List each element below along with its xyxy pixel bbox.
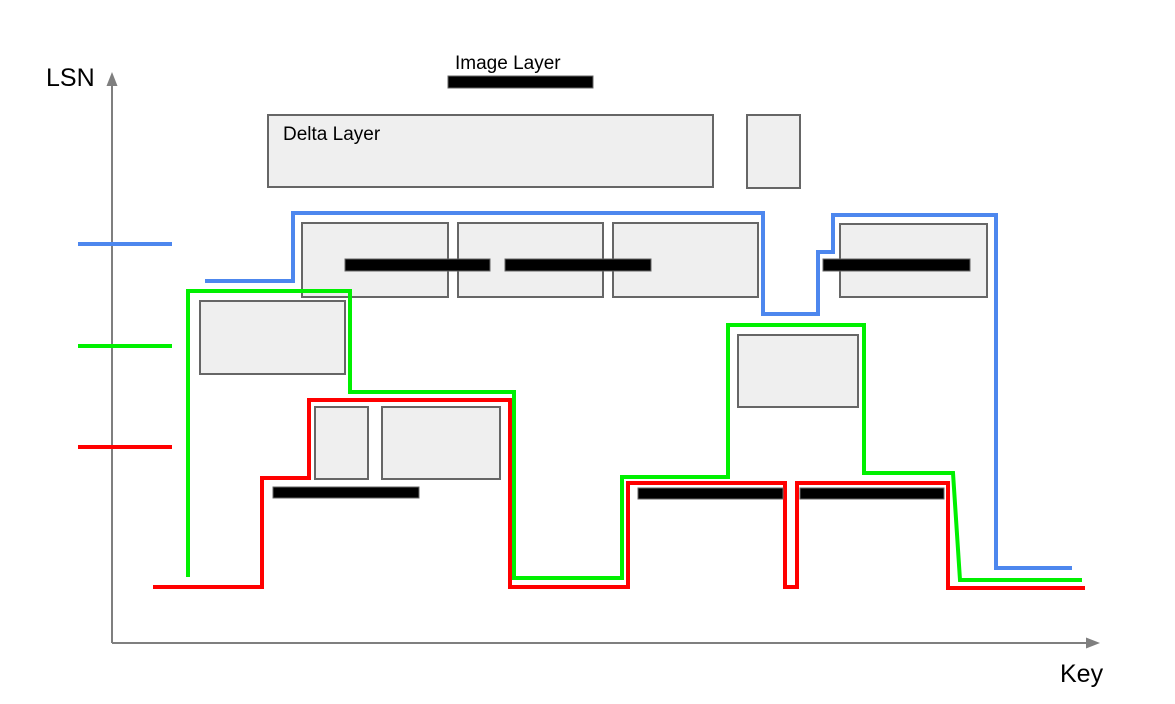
- x-axis-arrowhead-icon: [1086, 637, 1100, 649]
- image-layer-blue-c: [822, 258, 971, 272]
- delta-layer-green-right: [737, 334, 859, 408]
- x-axis-label-key: Key: [1060, 660, 1104, 688]
- image-layer-red-right-1: [637, 487, 784, 500]
- image-layer-red-left: [272, 486, 420, 499]
- blue-lsn-trace: [205, 211, 1072, 570]
- delta-layer-top-small: [746, 114, 801, 189]
- image-layer-blue-a: [344, 258, 491, 272]
- image-layer-label: Image Layer: [455, 53, 561, 74]
- y-axis-label-lsn: LSN: [46, 64, 95, 92]
- image-layer-blue-b: [504, 258, 652, 272]
- delta-layer-blue-3: [612, 222, 759, 298]
- image-layer-top: [447, 75, 594, 89]
- y-axis-arrowhead-icon: [106, 72, 118, 86]
- red-lsn-trace: [153, 398, 1085, 590]
- image-layer-red-right-2: [799, 487, 945, 500]
- delta-layer-main: [267, 114, 714, 188]
- green-lsn-trace: [186, 289, 1082, 582]
- delta-layer-green-left: [199, 300, 346, 375]
- delta-layer-label: Delta Layer: [283, 124, 381, 145]
- delta-layer-red-1: [314, 406, 369, 480]
- delta-layer-red-2: [381, 406, 501, 480]
